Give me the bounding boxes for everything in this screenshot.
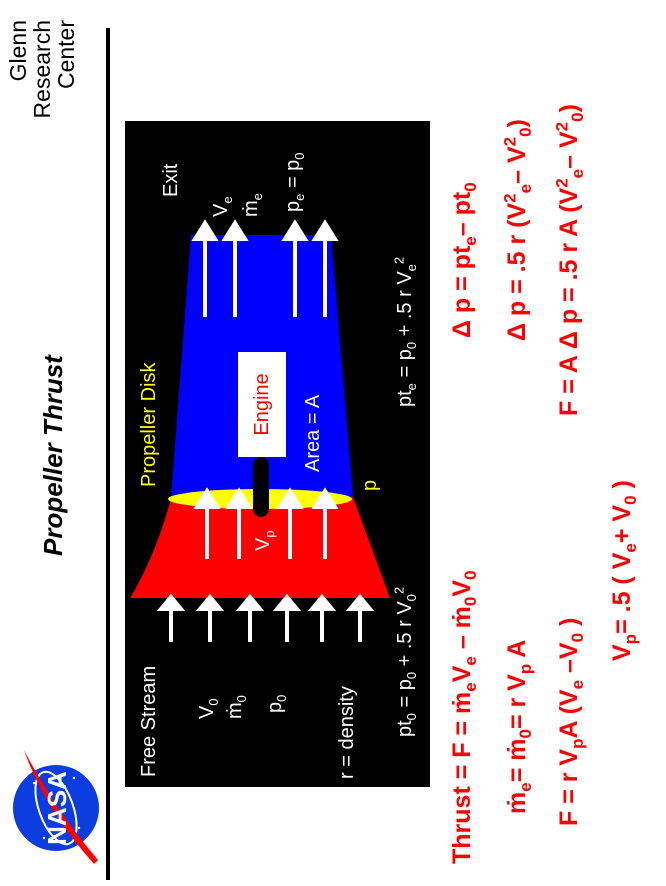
thrust-equation: Thrust = F = ṁeVe – ṁ0V0: [448, 570, 480, 864]
density-label: r = density: [336, 686, 358, 779]
exit-mass-flow: ṁe: [240, 193, 265, 217]
free-stream-mass-flow: ṁ0: [224, 695, 249, 719]
free-stream-total-pressure: pt0 = p0 + .5 r V02: [391, 586, 419, 737]
disk-pressure: p: [359, 479, 381, 491]
thrust-pressure-equation: F = A Δ p = .5 r A (V2e– V20): [552, 104, 587, 416]
pressure-velocity-equation: Δ p = .5 r (V2e– V20): [500, 119, 535, 341]
free-stream-pressure: p0: [264, 694, 289, 713]
disk-velocity-equation: Vp= .5 ( Ve+ V0 ): [608, 480, 640, 661]
thrust-velocity-equation: F = r VpA (Ve –V0 ): [555, 617, 587, 826]
engine-label: Engine: [238, 352, 286, 457]
disk-area-label: Area = A: [302, 394, 324, 472]
organization-name: Glenn Research Center: [5, 20, 79, 119]
mass-flow-equation: ṁe= ṁ0= r Vp A: [503, 639, 535, 814]
page-title: Propeller Thrust: [38, 355, 68, 556]
header-divider: [106, 28, 110, 880]
free-stream-label: Free Stream: [138, 665, 160, 777]
stream-tube-graphic: [130, 219, 390, 642]
exit-velocity: Ve: [210, 196, 235, 217]
nasa-logo-icon: NASA: [13, 750, 99, 864]
svg-text:NASA: NASA: [42, 771, 72, 845]
org-line-2: Research: [29, 20, 55, 119]
stream-tube-diagram: Engine Free Stream V0 ṁ0 p0 r = density …: [125, 121, 430, 787]
org-line-3: Center: [53, 20, 79, 90]
exit-total-pressure: pte = p0 + .5 r Ve2: [391, 256, 419, 407]
exit-label: Exit: [160, 163, 182, 197]
disk-velocity: Vp: [252, 530, 277, 551]
exit-pressure: pe = p0: [282, 152, 307, 212]
org-line-1: Glenn: [5, 20, 31, 82]
propeller-disk-label: Propeller Disk: [138, 362, 160, 487]
pressure-jump-equation: Δ p = pte– pt0: [448, 182, 480, 338]
free-stream-velocity: V0: [196, 698, 221, 719]
